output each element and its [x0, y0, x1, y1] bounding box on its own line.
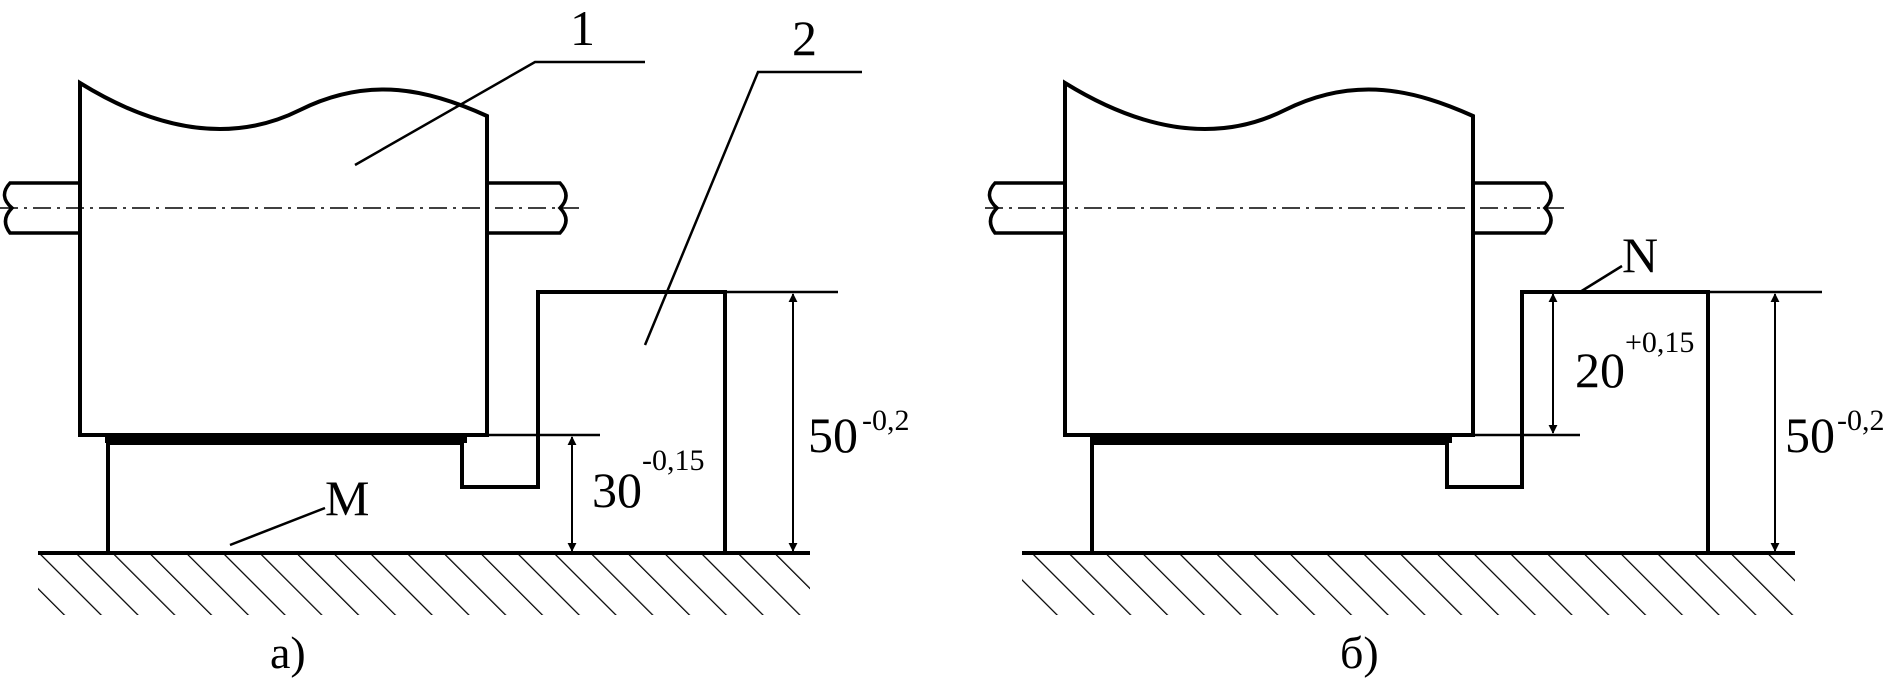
leader-1-label: 1: [570, 0, 595, 56]
machine-table: [38, 553, 810, 615]
cutting-contact: [1090, 433, 1452, 443]
leader-1-line: [354, 60, 645, 167]
dim-inner-value: 30: [592, 462, 642, 518]
dim-inner-value: 20: [1575, 342, 1625, 398]
leader-2-label: 2: [792, 10, 817, 66]
arbor-right: [487, 181, 568, 235]
view-a: 1 2 M 50 -0,2 30 -0,15 а): [0, 0, 910, 678]
dim-inner-tolerance: -0,15: [642, 444, 705, 477]
workpiece: [1090, 290, 1710, 553]
leader-2-line: [643, 70, 862, 346]
surface-m-leader: [229, 506, 326, 547]
surface-m-label: M: [325, 470, 369, 526]
dim-inner-tolerance: +0,15: [1625, 326, 1694, 359]
view-b: N 50 -0,2 20 +0,15 б): [985, 79, 1885, 678]
milling-cutter: [78, 79, 489, 437]
arbor-right: [1473, 181, 1553, 235]
surface-n-leader: [1579, 264, 1623, 294]
milling-cutter: [1063, 79, 1475, 437]
cutting-contact: [105, 433, 467, 443]
caption-a: а): [270, 627, 306, 678]
machine-table: [1022, 553, 1795, 615]
dim-total-tolerance: -0,2: [862, 404, 910, 437]
surface-n-label: N: [1622, 227, 1658, 283]
dim-total-value: 50: [1785, 407, 1835, 463]
dim-total-tolerance: -0,2: [1837, 404, 1885, 437]
dim-total-value: 50: [808, 407, 858, 463]
caption-b: б): [1340, 627, 1379, 678]
